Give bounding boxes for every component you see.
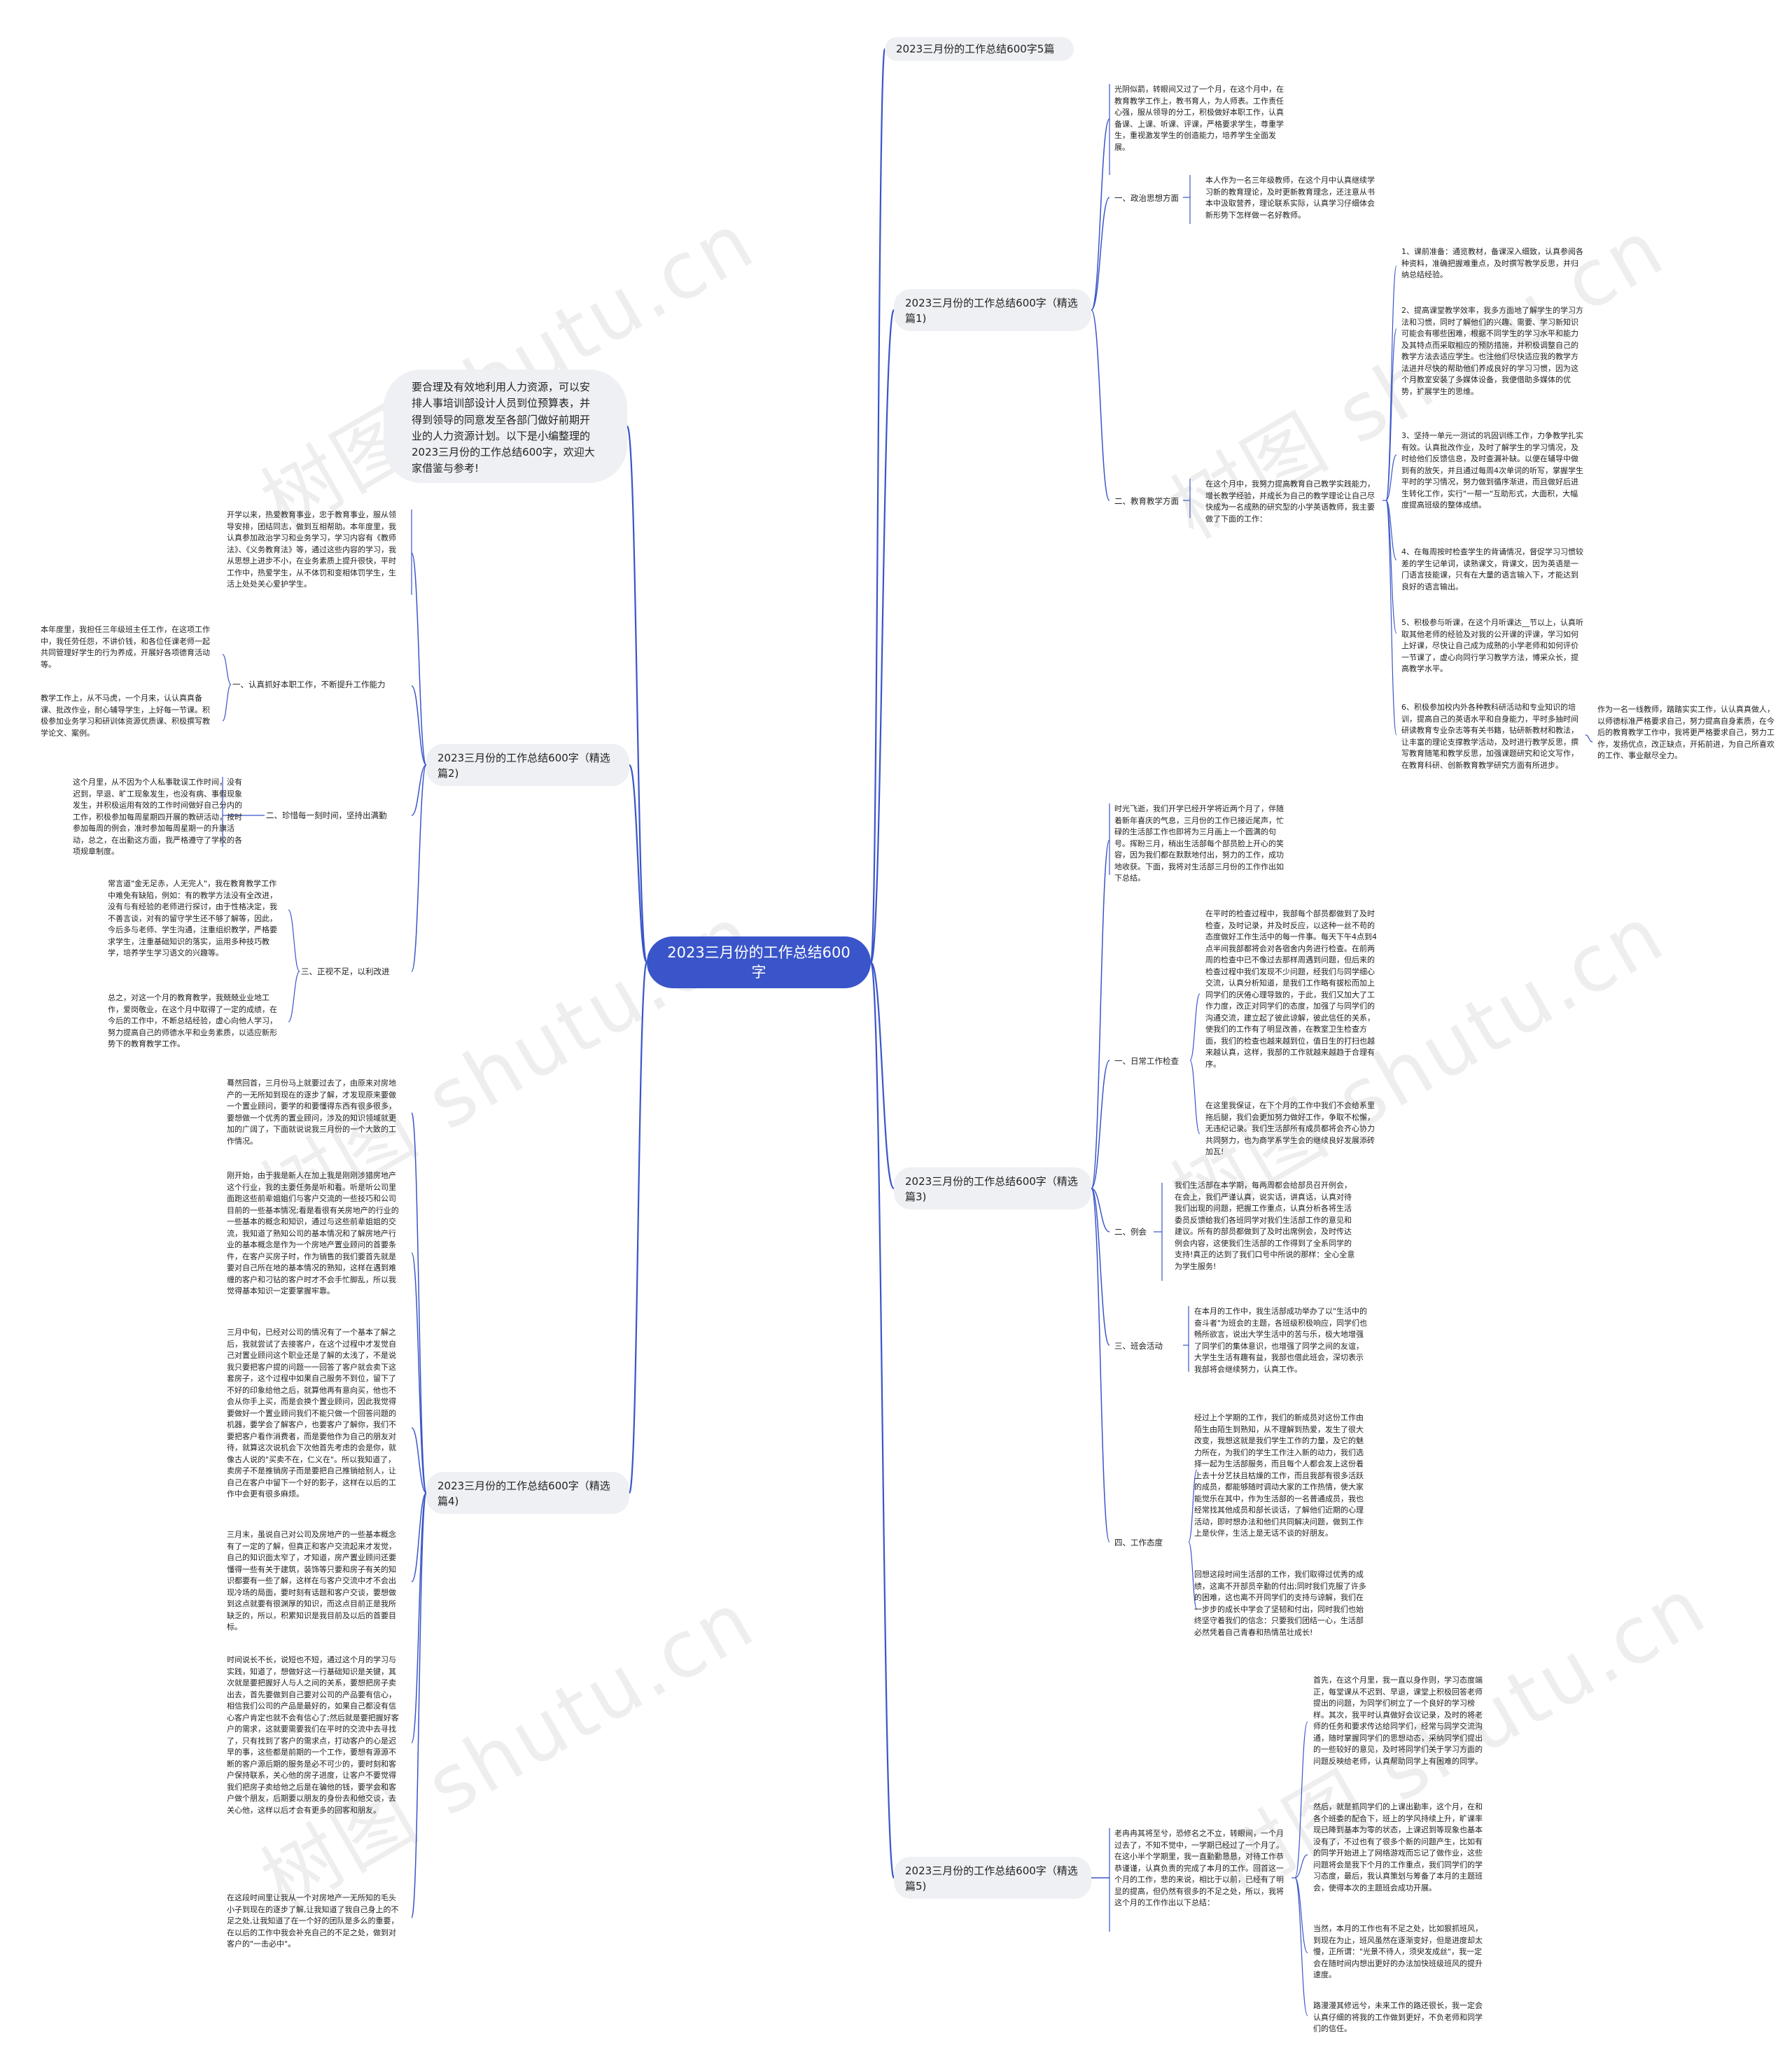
connector-line <box>1091 1188 1110 1543</box>
p4-para-2: 刚开始，由于我是新人在加上我是刚刚涉猎房地产这个行业，我的主要任务是听和看。听是… <box>227 1171 399 1296</box>
connector-line <box>1385 500 1397 561</box>
connector-line <box>411 552 427 766</box>
p4-para-5: 时间说长不长，说短也不短，通过这个月的学习与实践，知道了，想做好这一行基础知识是… <box>227 1655 399 1815</box>
p3-branch-meeting[interactable]: 二、例会 <box>1114 1227 1147 1237</box>
p5-intro-text: 老冉冉其将至兮，恐修名之不立，转眼间，一个月过去了，不知不觉中，一学期已经过了一… <box>1114 1829 1284 1907</box>
root-node[interactable]: 2023三月份的工作总结600字 <box>647 936 871 988</box>
connector-line <box>869 961 895 1879</box>
connector-line <box>1189 1060 1200 1135</box>
connector-line <box>411 764 427 816</box>
connector-line <box>1188 1541 1198 1610</box>
connector-line <box>1091 1188 1110 1233</box>
connector-line <box>1385 328 1397 501</box>
p2-work-text-1: 本年度里，我担任三年级班主任工作，在这项工作中，我任劳任怨，不讲价钱，和各位任课… <box>41 625 210 669</box>
p3-branch-attitude[interactable]: 四、工作态度 <box>1114 1538 1163 1547</box>
connector-line <box>1385 265 1397 501</box>
p3-meeting-text: 我们生活部在本学期，每两周都会给部员召开例会，在会上，我们严谨认真，说实话，讲真… <box>1175 1181 1355 1271</box>
p2-improve-text-2: 总之，对这一个月的教育教学，我兢兢业业地工作，爱岗敬业，在这个月中取得了一定的成… <box>108 993 277 1048</box>
p4-para-1: 蓦然回首，三月份马上就要过去了，由原来对房地产的一无所知到现在的逐步了解，才发现… <box>227 1079 396 1146</box>
p2-improve-text-1: 常言道"金无足赤，人无完人"，我在教育教学工作中难免有缺陷，例如：有的教学方法没… <box>108 879 277 957</box>
connector-line <box>1385 454 1397 501</box>
topic-5[interactable]: 2023三月份的工作总结600字（精选篇5) <box>894 1857 1091 1899</box>
connector-line <box>1091 1060 1110 1189</box>
connector-line <box>1091 118 1110 311</box>
p1-item-5: 5、积极参与听课，在这个月听课达__节以上，认真听取其他老师的经验及对我的公开课… <box>1401 618 1583 673</box>
p1-politics-text: 本人作为一名三年级教师，在这个月中认真继续学习新的教育理论，及时更新教育理念，还… <box>1205 176 1375 220</box>
connector-line <box>1189 993 1200 1061</box>
connector-line <box>1385 500 1397 634</box>
p1-intro-text: 光阴似箭，转眼间又过了一个月，在这个月中，在教育教学工作上，教书育人，为人师表。… <box>1114 85 1284 152</box>
connector-line <box>411 764 427 972</box>
p3-check-text-2: 在这里我保证，在下个月的工作中我们不会给系里拖后腿，我们会更加努力做好工作，争取… <box>1205 1101 1375 1156</box>
topic-1[interactable]: 2023三月份的工作总结600字（精选篇1) <box>894 289 1091 331</box>
connector-line <box>411 1252 427 1494</box>
p3-attitude-text-2: 回想这段时间生活部的工作，我们取得过优秀的成绩，这离不开部员辛勤的付出;同时我们… <box>1194 1570 1366 1637</box>
p4-para-3: 三月中旬，已经对公司的情况有了一个基本了解之后，我就尝试了去接客户，在这个过程中… <box>227 1328 396 1498</box>
p3-branch-check[interactable]: 一、日常工作检查 <box>1114 1056 1179 1066</box>
connector-line <box>1091 839 1110 1189</box>
topic-0[interactable]: 2023三月份的工作总结600字5篇 <box>885 37 1074 61</box>
p5-para-3: 当然，本月的工作也有不足之处，比如狠抓班风，到现在为止，班风虽然在逐渐变好，但是… <box>1313 1924 1483 1979</box>
p3-branch-classmeeting[interactable]: 三、班会活动 <box>1114 1341 1163 1351</box>
p1-item-6: 6、积极参加校内外各种教科研活动和专业知识的培训，提高自己的英语水平和自身能力，… <box>1401 703 1578 770</box>
connector-line <box>1294 1854 1308 1879</box>
p1-item-4: 4、在每周按时检查学生的背诵情况，督促学习习惯较差的学生记单词，读熟课文，背课文… <box>1401 547 1583 591</box>
p5-para-1: 首先，在这个月里，我一直以身作则，学习态度端正，每堂课从不迟到、早退，课堂上积极… <box>1313 1676 1483 1766</box>
intro-node[interactable]: 要合理及有效地利用人力资源，可以安排人事培训部设计人员到位预算表，并得到领导的同… <box>384 370 627 483</box>
connector-line <box>1585 734 1593 743</box>
connector-line <box>1091 309 1110 501</box>
connector-line <box>411 1492 427 1743</box>
connector-line <box>411 1492 427 1582</box>
p3-classmeeting-text: 在本月的工作中，我生活部成功举办了以"生活中的奋斗者"为班会的主题，各班级积极响… <box>1194 1307 1368 1374</box>
p1-teaching-text: 在这个月中，我努力提高教育自己教学实践能力，增长教学经验，并成长为自己的教学理论… <box>1205 479 1375 524</box>
p2-branch-improve[interactable]: 三、正视不足，以利改进 <box>301 967 390 976</box>
p3-attitude-text-1: 经过上个学期的工作，我们的新成员对这份工作由陌生由陌生到熟知，从不理解到热爱，发… <box>1194 1413 1364 1538</box>
connector-line <box>411 685 427 766</box>
connector-line <box>869 48 886 964</box>
p1-branch-politics[interactable]: 一、政治思想方面 <box>1114 193 1179 203</box>
p3-check-text-1: 在平时的检查过程中，我部每个部员都做到了及时检查，及时记录，并及时反应，以这种一… <box>1205 909 1377 1069</box>
connector-line <box>869 309 895 964</box>
connector-line <box>1294 1877 1308 1953</box>
p1-item-2: 2、提高课堂教学效率，我多方面地了解学生的学习方法和习惯，同时了解他们的兴趣、需… <box>1401 306 1583 396</box>
connector-line <box>1294 1877 1308 2016</box>
p4-para-4: 三月末，虽说自己对公司及房地产的一些基本概念有了一定的了解，但真正和客户交流起来… <box>227 1530 396 1631</box>
connector-line <box>628 764 648 964</box>
p1-branch-teaching[interactable]: 二、教育教学方面 <box>1114 496 1179 506</box>
connector-line <box>411 1427 427 1494</box>
connector-line <box>1091 1188 1110 1346</box>
p2-branch-work[interactable]: 一、认真抓好本职工作，不断提升工作能力 <box>232 680 386 689</box>
p5-para-4: 路漫漫其修远兮，未来工作的路还很长，我一定会认真仔细的将我的工作做到更好，不负老… <box>1313 2001 1483 2033</box>
p5-para-2: 然后，就是抓同学们的上课出勤率，这个月，在和各个班委的配合下，班上的学风持续上升… <box>1313 1802 1483 1893</box>
p4-para-6: 在这段时间里让我从一个对房地产一无所知的毛头小子到现在的逐步了解,让我知道了我自… <box>227 1893 399 1949</box>
connector-line <box>626 425 648 964</box>
p1-item-6-detail: 作为一名一线教师，踏踏实实工作，认认真真做人，以师德标准严格要求自己，努力提高自… <box>1597 705 1774 760</box>
connector-line <box>411 1492 427 1918</box>
connector-line <box>222 684 232 722</box>
topic-3[interactable]: 2023三月份的工作总结600字（精选篇3) <box>894 1167 1091 1209</box>
connector-line <box>1294 1721 1308 1879</box>
p1-item-3: 3、坚持一单元一测试的巩固训练工作，力争教学扎实有效。认真批改作业，及时了解学生… <box>1401 431 1583 510</box>
connector-line <box>1188 1469 1198 1543</box>
p2-work-text-2: 教学工作上，从不马虎，一个月来，认认真真备课、批改作业，耐心辅导学生，上好每一节… <box>41 694 210 738</box>
connector-line <box>222 654 232 685</box>
connector-line <box>869 961 895 1190</box>
p1-item-1: 1、课前准备：通览教材，备课深入细致，认真参阅各种资料，准确把握难重点，及时撰写… <box>1401 247 1583 279</box>
topic-4[interactable]: 2023三月份的工作总结600字（精选篇4) <box>426 1472 629 1514</box>
topic-2[interactable]: 2023三月份的工作总结600字（精选篇2) <box>426 744 629 786</box>
p2-attendance-text: 这个月里，从不因为个人私事耽误工作时间，没有迟到，早退、旷工现象发生，也没有病、… <box>73 778 242 856</box>
connector-line <box>411 1112 427 1494</box>
connector-line <box>288 909 300 972</box>
connector-line <box>1091 197 1110 311</box>
connector-line <box>628 961 648 1494</box>
connector-line <box>288 971 300 1023</box>
p2-branch-attendance[interactable]: 二、珍惜每一刻时间，坚持出满勤 <box>266 810 387 820</box>
connector-line <box>1385 500 1397 736</box>
p3-intro-text: 时光飞逝，我们开学已经开学将近两个月了，伴随着新年喜庆的气息，三月份的工作已接近… <box>1114 804 1284 883</box>
p2-intro-text: 开学以来，热爱教育事业，忠于教育事业，服从领导安排，团结同志，做到互相帮助。本年… <box>227 510 396 589</box>
